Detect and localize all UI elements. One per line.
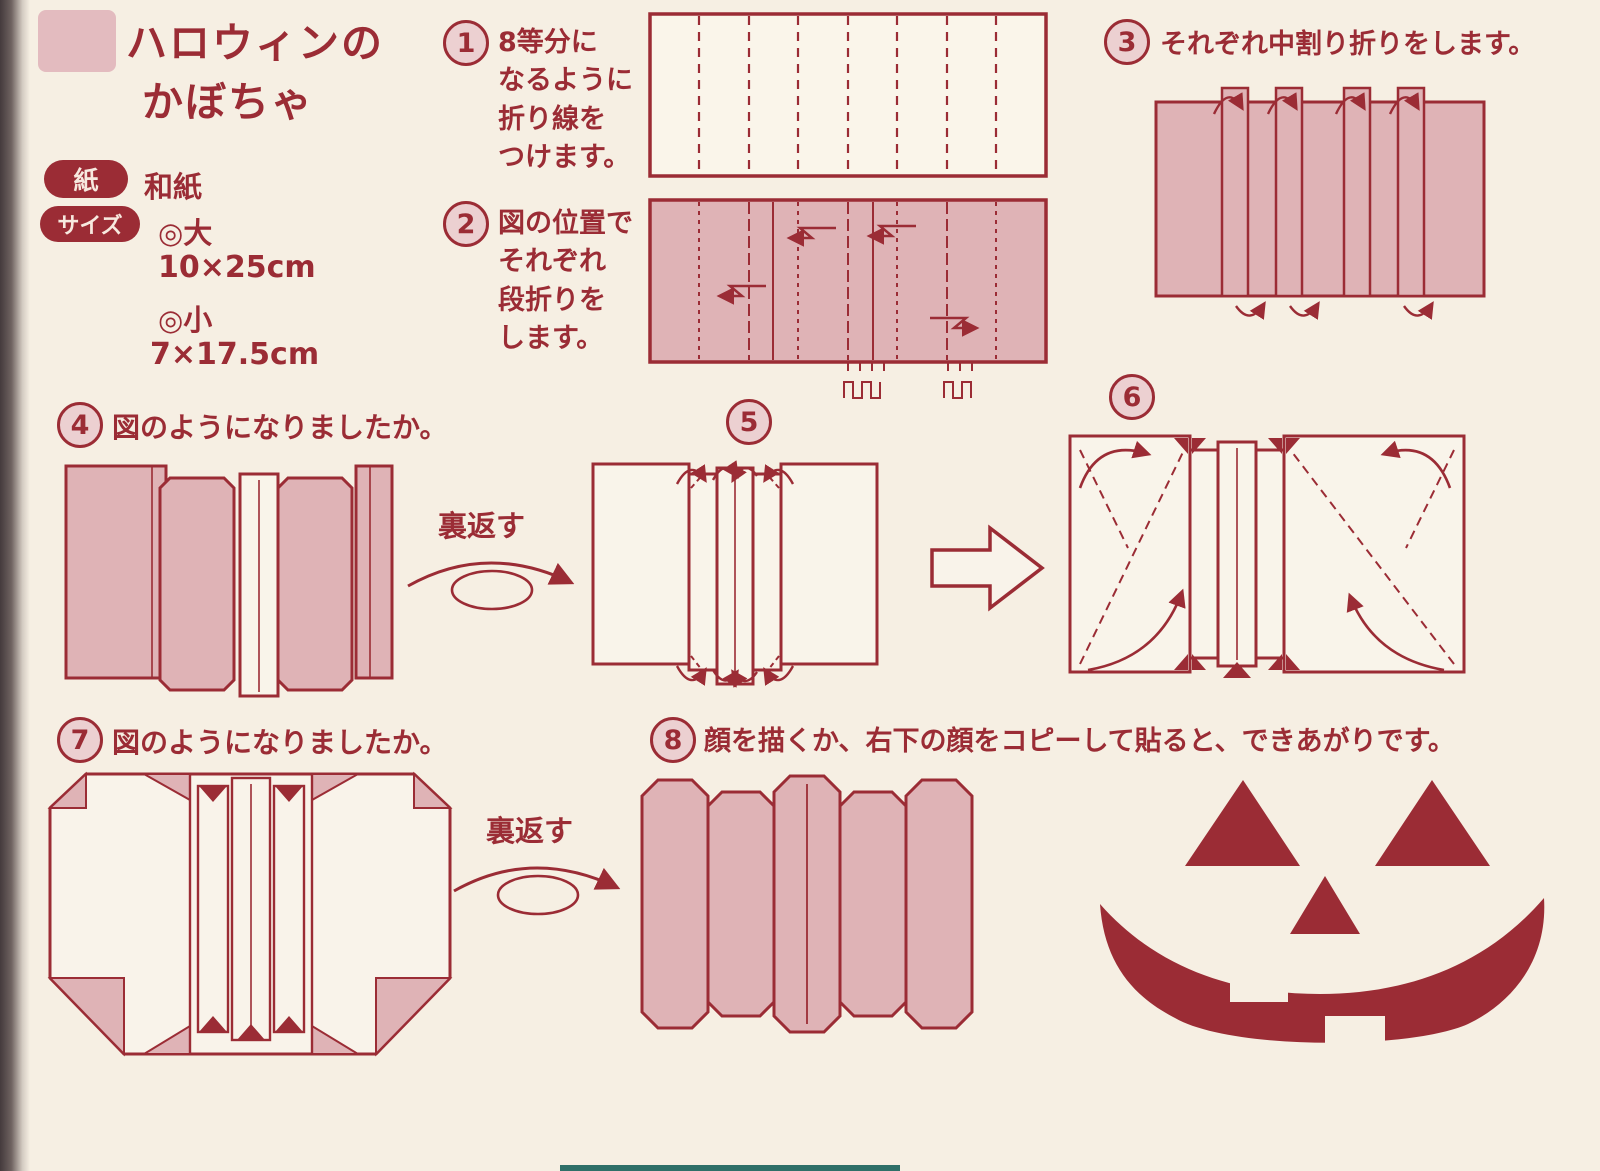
left-eye — [1185, 780, 1300, 866]
pleat-fold-arrows — [716, 224, 980, 337]
pleat-columns — [188, 774, 314, 1054]
flip-ellipse — [450, 569, 534, 611]
flip-over-symbol-2 — [453, 866, 621, 916]
size-large-value: 10×25cm — [158, 250, 316, 285]
step-4-text: 図のようになりましたか。 — [112, 411, 448, 444]
step-6-diagram — [1068, 434, 1466, 678]
page-title: ハロウィンの かぼちゃ — [126, 14, 384, 133]
locked-corner-marks — [199, 786, 303, 1040]
step-2-number: 2 — [443, 201, 489, 247]
fold-arrows — [675, 460, 795, 688]
flip-over-label-2: 裏返す — [486, 814, 574, 848]
scan-edge-bottom — [560, 1165, 900, 1171]
lower-tooth-gap — [1325, 1016, 1385, 1064]
upper-tooth-gap — [1230, 956, 1288, 1002]
size-label: サイズ — [57, 214, 123, 239]
flip-ellipse — [496, 874, 580, 916]
step-1-number: 1 — [443, 20, 489, 66]
step-2-text: 図の位置で それぞれ 段折りを します。 — [498, 208, 633, 354]
step-3-diagram — [1154, 86, 1486, 320]
pleat-cross-sections — [843, 362, 973, 399]
size-large-label: ◎大 — [158, 216, 213, 250]
title-swatch — [38, 10, 116, 72]
locked-corner-marks — [1174, 438, 1300, 678]
pumpkin-face — [1100, 780, 1545, 1064]
folded-base — [1154, 100, 1486, 298]
scan-edge-left — [0, 0, 30, 1171]
fold-arrows — [1078, 440, 1452, 672]
flip-over-symbol-1 — [407, 561, 575, 611]
step-7-text: 図のようになりましたか。 — [112, 726, 448, 759]
step-7-number: 7 — [57, 717, 103, 763]
crease-lines — [697, 16, 998, 174]
mouth — [1100, 898, 1545, 1043]
step-8-diagram — [640, 774, 974, 1034]
step-3-text: それぞれ中割り折りをします。 — [1160, 29, 1536, 60]
step-8-number: 8 — [650, 717, 696, 763]
pleat-columns — [1220, 86, 1426, 298]
reverse-fold-arrows — [1212, 92, 1434, 320]
step-4-diagram — [64, 464, 394, 698]
step-6-number: 6 — [1109, 374, 1155, 420]
corner-flaps — [47, 771, 453, 1057]
folded-shape — [591, 462, 879, 686]
right-eye — [1375, 780, 1490, 866]
flip-arrow — [453, 866, 621, 893]
paper-label-badge: 紙 — [44, 160, 128, 198]
size-small-label: ◎小 — [158, 303, 213, 337]
page-title-line2: かぼちゃ — [142, 78, 314, 127]
step-4-number: 4 — [57, 402, 103, 448]
step-1-diagram — [648, 12, 1048, 178]
step-3-number: 3 — [1104, 19, 1150, 65]
step-5-diagram — [591, 460, 879, 688]
folded-shape — [1068, 434, 1466, 674]
step-5-number: 5 — [726, 399, 772, 445]
step-8-text: 顔を描くか、右下の顔をコピーして貼ると、できあがりです。 — [704, 726, 1455, 757]
crease-hints — [1079, 449, 1455, 665]
paper-value: 和紙 — [144, 170, 203, 204]
step-2-diagram — [648, 198, 1048, 399]
flip-over-label-1: 裏返す — [438, 509, 526, 543]
next-step-arrow — [930, 524, 1045, 612]
size-small-value: 7×17.5cm — [150, 337, 320, 372]
size-label-badge: サイズ — [40, 206, 140, 242]
step-7-diagram — [47, 771, 453, 1057]
flip-arrow — [407, 561, 575, 588]
nose — [1290, 876, 1360, 934]
pumpkin-segments — [640, 774, 974, 1034]
page-title-line1: ハロウィンの — [126, 19, 384, 67]
step-1-text: 8等分に なるように 折り線を つけます。 — [498, 27, 633, 173]
paper-label: 紙 — [73, 166, 99, 195]
folded-shape — [64, 464, 394, 698]
